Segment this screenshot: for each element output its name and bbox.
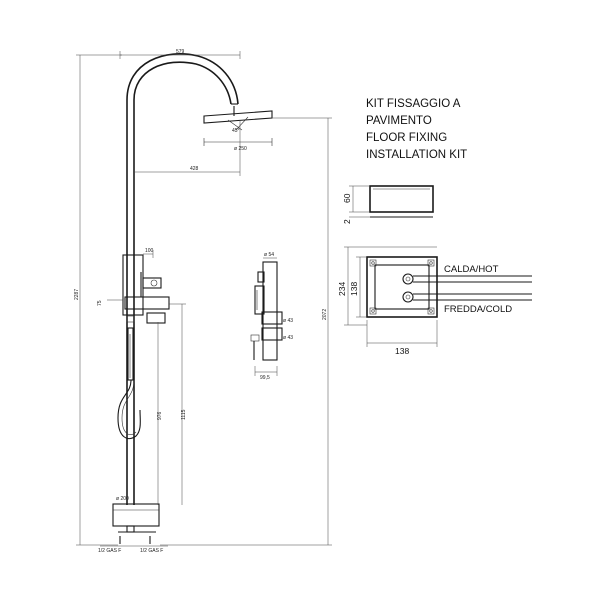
kit-title-line-3: FLOOR FIXING [366, 132, 447, 144]
column-base [112, 503, 160, 544]
dim-head-angle: 45° [232, 128, 240, 134]
dim-handshower-height: 1115 [181, 409, 187, 420]
dim-overall-height: 2287 [74, 289, 80, 300]
dim-kit-2: 2 [342, 219, 352, 224]
mixer-side-view: ø 54 ø 43 ø 43 99,5 [250, 252, 293, 381]
pipe-label-hot: CALDA/HOT [444, 264, 499, 275]
shower-head [203, 106, 273, 146]
dim-knob-2: ø 43 [283, 335, 293, 341]
dim-right-height: 2072 [322, 309, 328, 320]
dim-top-width: 579 [176, 49, 185, 55]
column-dimensions: 579 428 45° ø 250 2287 2072 100 976 1115… [74, 49, 332, 554]
kit-title-line-4: INSTALLATION KIT [366, 149, 467, 161]
dim-mixer-side: 75 [97, 300, 103, 306]
kit-title-line-2: PAVIMENTO [366, 115, 432, 127]
dim-inlet-right: 1/2 GAS F [140, 548, 163, 554]
shower-column [112, 53, 273, 544]
dim-arm-reach: 428 [190, 166, 199, 172]
kit-side-view: 60 2 [342, 185, 434, 224]
dim-base-diameter: ø 200 [116, 496, 129, 502]
dim-knob-1: ø 43 [283, 318, 293, 324]
dim-kit-138-vertical: 138 [349, 282, 359, 296]
pipe-label-cold: FREDDA/COLD [444, 304, 512, 315]
dim-kit-234: 234 [337, 282, 347, 296]
dim-mixer-top: ø 54 [264, 252, 274, 258]
dim-inlet-left: 1/2 GAS F [98, 548, 121, 554]
dim-kit-138-horizontal: 138 [395, 346, 409, 356]
kit-title: KIT FISSAGGIO A PAVIMENTO FLOOR FIXING I… [366, 98, 467, 161]
dim-kit-60: 60 [342, 193, 352, 203]
dim-mixer-offset: 100 [145, 248, 154, 254]
hand-shower [117, 327, 141, 440]
kit-top-view: CALDA/HOT FREDDA/COLD 234 138 138 [337, 246, 532, 356]
dim-mixer-depth: 99,5 [260, 375, 270, 381]
dim-column-height: 976 [157, 411, 163, 420]
kit-title-line-1: KIT FISSAGGIO A [366, 98, 461, 110]
column-mixer [122, 254, 170, 324]
dim-head-diameter: ø 250 [234, 146, 247, 152]
